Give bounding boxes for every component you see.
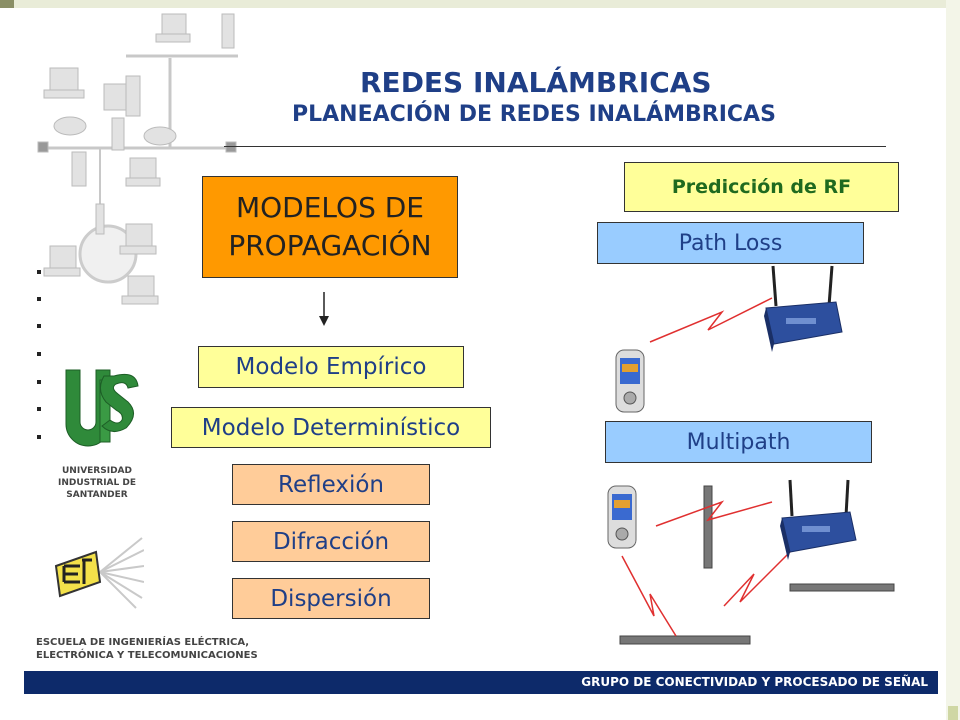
school-name: ESCUELA DE INGENIERÍAS ELÉCTRICA, ELECTR… xyxy=(36,636,306,662)
reflection-box: Reflexión xyxy=(232,464,430,505)
university-name: UNIVERSIDAD INDUSTRIAL DE SANTANDER xyxy=(38,465,156,501)
bullet xyxy=(37,352,41,356)
reflector-surface xyxy=(789,583,895,592)
path-loss-box: Path Loss xyxy=(597,222,864,264)
direct-signal-icon xyxy=(655,500,773,527)
rf-prediction-label: Predicción de RF xyxy=(671,176,852,198)
page-title: REDES INALÁMBRICAS xyxy=(360,66,712,99)
obstacle-wall xyxy=(703,485,713,569)
propagation-models-box: MODELOS DE PROPAGACIÓN xyxy=(202,176,458,278)
bullet xyxy=(37,380,41,384)
signal-path-icon xyxy=(649,297,773,343)
deterministic-model-label: Modelo Determinístico xyxy=(201,414,461,441)
reflection-label: Reflexión xyxy=(278,471,384,498)
propagation-models-line: PROPAGACIÓN xyxy=(228,229,432,262)
school-logo xyxy=(54,537,144,609)
reflected-signal-icon xyxy=(723,551,791,607)
title-divider xyxy=(224,146,886,147)
school-name-line: ELECTRÓNICA Y TELECOMUNICACIONES xyxy=(36,650,258,661)
footer-bar: GRUPO DE CONECTIVIDAD Y PROCESADO DE SEÑ… xyxy=(24,671,938,694)
empirical-model-box: Modelo Empírico xyxy=(198,346,464,388)
pda-device-icon xyxy=(607,485,637,549)
pda-device-icon xyxy=(615,349,645,413)
scattering-box: Dispersión xyxy=(232,578,430,619)
page-subtitle: PLANEACIÓN DE REDES INALÁMBRICAS xyxy=(292,102,776,127)
propagation-models-line: MODELOS DE xyxy=(235,191,424,224)
uis-logo xyxy=(65,369,139,447)
wireless-router-icon xyxy=(764,265,843,352)
top-bar-corner xyxy=(0,0,14,8)
bullet xyxy=(37,297,41,301)
bullet xyxy=(37,270,41,274)
bullet xyxy=(37,324,41,328)
school-name-line: ESCUELA DE INGENIERÍAS ELÉCTRICA, xyxy=(36,637,250,648)
right-strip xyxy=(946,0,960,720)
multipath-label: Multipath xyxy=(686,429,791,455)
network-illustration xyxy=(37,13,238,305)
university-name-line: SANTANDER xyxy=(66,490,128,500)
diffraction-label: Difracción xyxy=(272,528,390,555)
empirical-model-label: Modelo Empírico xyxy=(235,354,427,380)
multipath-illustration xyxy=(607,479,895,645)
bullet xyxy=(37,435,41,439)
right-strip-mark xyxy=(948,706,958,720)
multipath-box: Multipath xyxy=(605,421,872,463)
wireless-router-icon xyxy=(780,479,857,560)
down-arrow-icon xyxy=(319,292,329,326)
university-name-line: INDUSTRIAL DE xyxy=(57,478,136,488)
top-bar xyxy=(0,0,960,8)
ground-reflection-icon xyxy=(621,555,677,637)
scattering-label: Dispersión xyxy=(270,585,392,612)
university-name-line: UNIVERSIDAD xyxy=(62,466,132,476)
group-name: GRUPO DE CONECTIVIDAD Y PROCESADO DE SEÑ… xyxy=(581,675,928,689)
diffraction-box: Difracción xyxy=(232,521,430,562)
bullet xyxy=(37,407,41,411)
rf-prediction-box: Predicción de RF xyxy=(624,162,899,212)
path-loss-illustration xyxy=(615,265,843,413)
ground-surface xyxy=(619,635,751,645)
path-loss-label: Path Loss xyxy=(678,230,783,256)
deterministic-model-box: Modelo Determinístico xyxy=(171,407,491,448)
